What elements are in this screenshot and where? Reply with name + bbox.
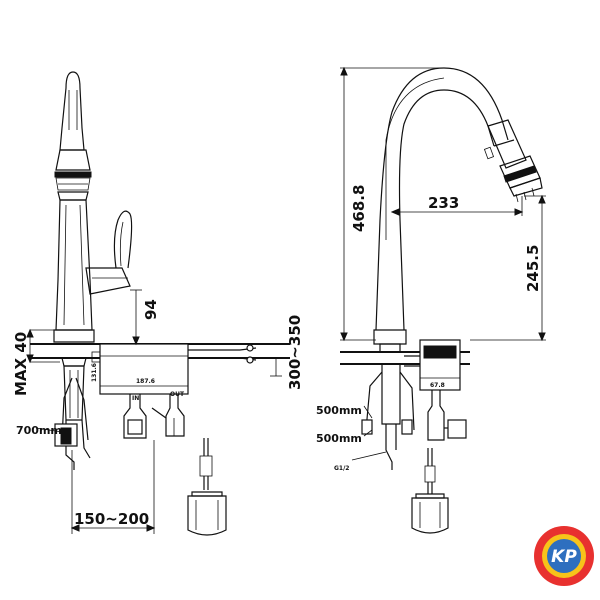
left-faucet-view: [26, 71, 290, 536]
dim-150-200: 150~200: [74, 510, 149, 528]
label-131: 131.6: [91, 363, 98, 382]
label-700mm: 700mm: [16, 424, 62, 437]
label-out: OUT: [170, 391, 185, 398]
dim-max40: MAX 40: [12, 332, 30, 396]
label-500mm-b: 500mm: [316, 432, 362, 445]
dim-468: 468.8: [350, 185, 368, 232]
dimension-labels: MAX 40 94 300~350 150~200 700mm 187.6 13…: [12, 185, 542, 528]
label-g12: G1/2: [334, 465, 349, 472]
dim-245: 245.5: [524, 245, 542, 292]
logo-text: KP: [551, 547, 577, 567]
kp-logo: KP: [534, 526, 594, 586]
label-in: IN: [132, 395, 139, 402]
label-67: 67.8: [430, 382, 445, 389]
dim-94: 94: [142, 299, 160, 320]
right-faucet-view: [340, 66, 546, 534]
dim-233: 233: [428, 194, 459, 212]
label-187: 187.6: [136, 378, 155, 385]
dim-300-350: 300~350: [286, 315, 304, 390]
label-500mm-a: 500mm: [316, 404, 362, 417]
